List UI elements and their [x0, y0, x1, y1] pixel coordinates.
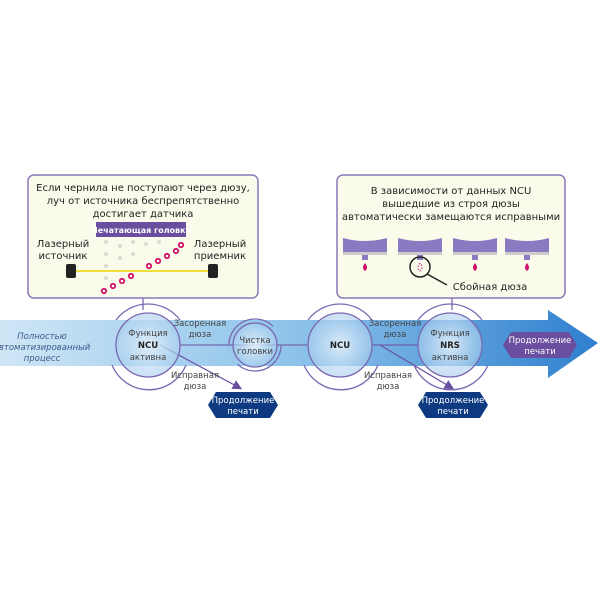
nrs-function-line-1: Функция	[430, 329, 469, 339]
nrs-function-line-3: активна	[432, 353, 469, 363]
continue-1-line-2: печати	[227, 407, 259, 417]
ncu-function-node: Функция NCU активна	[111, 303, 187, 391]
laser-receiver-label-2: приемник	[194, 251, 246, 262]
laser-source-icon	[66, 264, 76, 278]
left-title-line-1: Если чернила не поступают через дюзу,	[36, 183, 250, 194]
good-nozzle-arrow-2	[379, 344, 455, 390]
ncu-function-line-1: Функция	[128, 329, 167, 339]
magnifier-icon	[409, 256, 431, 278]
nozzle-replacement-panel: В зависимости от данных NCU вышедшие из …	[336, 174, 566, 310]
cleaning-line-2: головки	[237, 347, 273, 357]
nrs-function-line-2: NRS	[440, 341, 460, 351]
ink-drops-icon	[100, 241, 185, 295]
print-head-badge	[96, 222, 186, 237]
continue-final-line-1: Продолжение	[509, 336, 572, 346]
start-label-1: Полностью	[17, 332, 67, 342]
laser-detection-panel: Если чернила не поступают через дюзу, лу…	[27, 174, 259, 310]
left-title-line-2: луч от источника беспрепятственно	[47, 196, 240, 207]
continue-printing-final: Продолжение печати	[503, 332, 577, 358]
continue-printing-2: Продолжение печати	[418, 392, 488, 418]
nrs-function-node: Функция NRS активна	[413, 303, 489, 391]
good-label-1a: Исправная	[171, 371, 219, 381]
print-head-label: Печатающая головка	[91, 226, 191, 235]
ncu-function-line-2: NCU	[138, 341, 158, 351]
clogged-label-2b: дюза	[384, 330, 407, 340]
clogged-label-1b: дюза	[189, 330, 212, 340]
left-title-line-3: достигает датчика	[93, 209, 194, 220]
continue-2-line-2: печати	[437, 407, 469, 417]
continue-final-line-2: печати	[524, 347, 556, 357]
laser-source-label-1: Лазерный	[37, 239, 89, 250]
continue-printing-1: Продолжение печати	[208, 392, 278, 418]
faulty-nozzle-label: Сбойная дюза	[453, 282, 527, 293]
gray-drops-icon	[104, 240, 161, 280]
good-label-1b: дюза	[184, 382, 207, 392]
head-cleaning-node: Чистка головки	[228, 318, 282, 372]
laser-source-label-2: источник	[39, 251, 88, 262]
clogged-label-1a: Засоренная	[174, 319, 227, 329]
clogged-label-2a: Засоренная	[369, 319, 422, 329]
right-title-line-1: В зависимости от данных NCU	[371, 186, 532, 197]
continue-1-line-1: Продолжение	[212, 396, 275, 406]
print-head-nozzles-icon	[343, 238, 549, 272]
good-label-2a: Исправная	[364, 371, 412, 381]
laser-receiver-icon	[208, 264, 218, 278]
ncu-function-line-3: активна	[130, 353, 167, 363]
cleaning-line-1: Чистка	[239, 336, 270, 346]
right-title-line-3: автоматически замещаются исправными	[342, 212, 560, 223]
good-label-2b: дюза	[377, 382, 400, 392]
continue-2-line-1: Продолжение	[422, 396, 485, 406]
start-label-3: процесс	[24, 354, 61, 364]
right-title-line-2: вышедшие из строя дюзы	[382, 199, 520, 210]
ncu-node: NCU	[303, 303, 379, 391]
start-label-2: автоматизированный	[0, 343, 91, 353]
ncu-label: NCU	[330, 341, 350, 351]
laser-receiver-label-1: Лазерный	[194, 239, 246, 250]
